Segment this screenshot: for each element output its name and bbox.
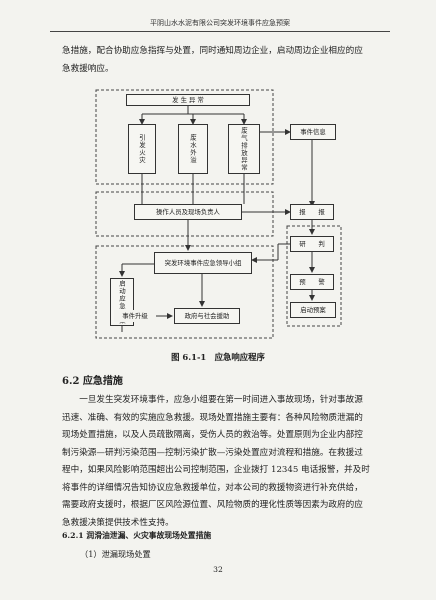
figure-caption: 图 6.1-1 应急响应程序 [171, 352, 265, 362]
node-warn: 预 警 [290, 274, 334, 290]
intro-line: 急救援响应。 [62, 63, 114, 74]
node-leader-group: 突发环境事件应急领导小组 [154, 252, 252, 274]
subsection-item: （1）泄漏现场处置 [80, 549, 151, 559]
page-number: 32 [213, 565, 223, 574]
node-occurrence: 发 生 异 常 [126, 94, 250, 106]
node-judge: 研 判 [290, 236, 334, 252]
emergency-response-flowchart: 发 生 异 常 引发火灾 废水外溢 废气排放异常 事件信息 操作人员及现场负责人… [92, 88, 348, 346]
node-operator: 操作人员及现场负责人 [134, 204, 242, 220]
node-wastewater: 废水外溢 [178, 124, 208, 174]
node-fire: 引发火灾 [128, 124, 156, 174]
section-line: 需要政府支援时，根据厂区风险源位置、风险物质的理化性质等因素为政府的应 [62, 500, 363, 510]
section-heading: 6.2 应急措施 [62, 376, 123, 387]
subsection-heading: 6.2.1 润滑油泄漏、火灾事故现场处置措施 [62, 531, 212, 540]
node-event-upgrade: 事件升级 [114, 310, 156, 322]
page-header: 平阴山水水泥有限公司突发环境事件应急预案 [50, 18, 390, 32]
section-line: 程中，如果风险影响范围超出公司控制范围，企业拨打 12345 电话报警，并及时 [62, 465, 370, 475]
flowchart-connectors [95, 89, 342, 339]
node-gov-rescue: 政府与社会援助 [174, 308, 240, 324]
section-line: 急救援决策提供技术性支持。 [62, 517, 174, 528]
node-gas: 废气排放异常 [228, 124, 260, 174]
section-line: 一旦发生突发环境事件，应急小组要在第一时间进入事故现场，针对事故源 [62, 395, 363, 405]
node-start-plan-right: 启动预案 [290, 302, 336, 318]
intro-paragraph: 急措施，配合协助应急指挥与处置，同时通知周边企业，启动周边企业相应的应 急救援响… [62, 43, 384, 78]
section-line: 将事件的详细情况告知协议应急救援单位，对本公司的救援物资进行补充供给， [62, 482, 363, 493]
node-report: 报 报 [290, 204, 334, 220]
node-event-info: 事件信息 [290, 124, 336, 140]
section-paragraph: 一旦发生突发环境事件，应急小组要在第一时间进入事故现场，针对事故源 迅速、准确、… [62, 392, 384, 532]
section-line: 制污染源—研判污染范围—控制污染扩散—污染处置应对流程和措施。在救援过 [62, 447, 363, 458]
section-line: 迅速、准确、有效的实施应急救援。现场处置措施主要有：各种风险物质泄漏的 [62, 412, 363, 423]
intro-line: 急措施，配合协助应急指挥与处置，同时通知周边企业，启动周边企业相应的应 [62, 46, 363, 56]
section-line: 现场处置措施，以及人员疏散隔离，受伤人员的救治等。处置原则为企业内部控 [62, 430, 363, 440]
